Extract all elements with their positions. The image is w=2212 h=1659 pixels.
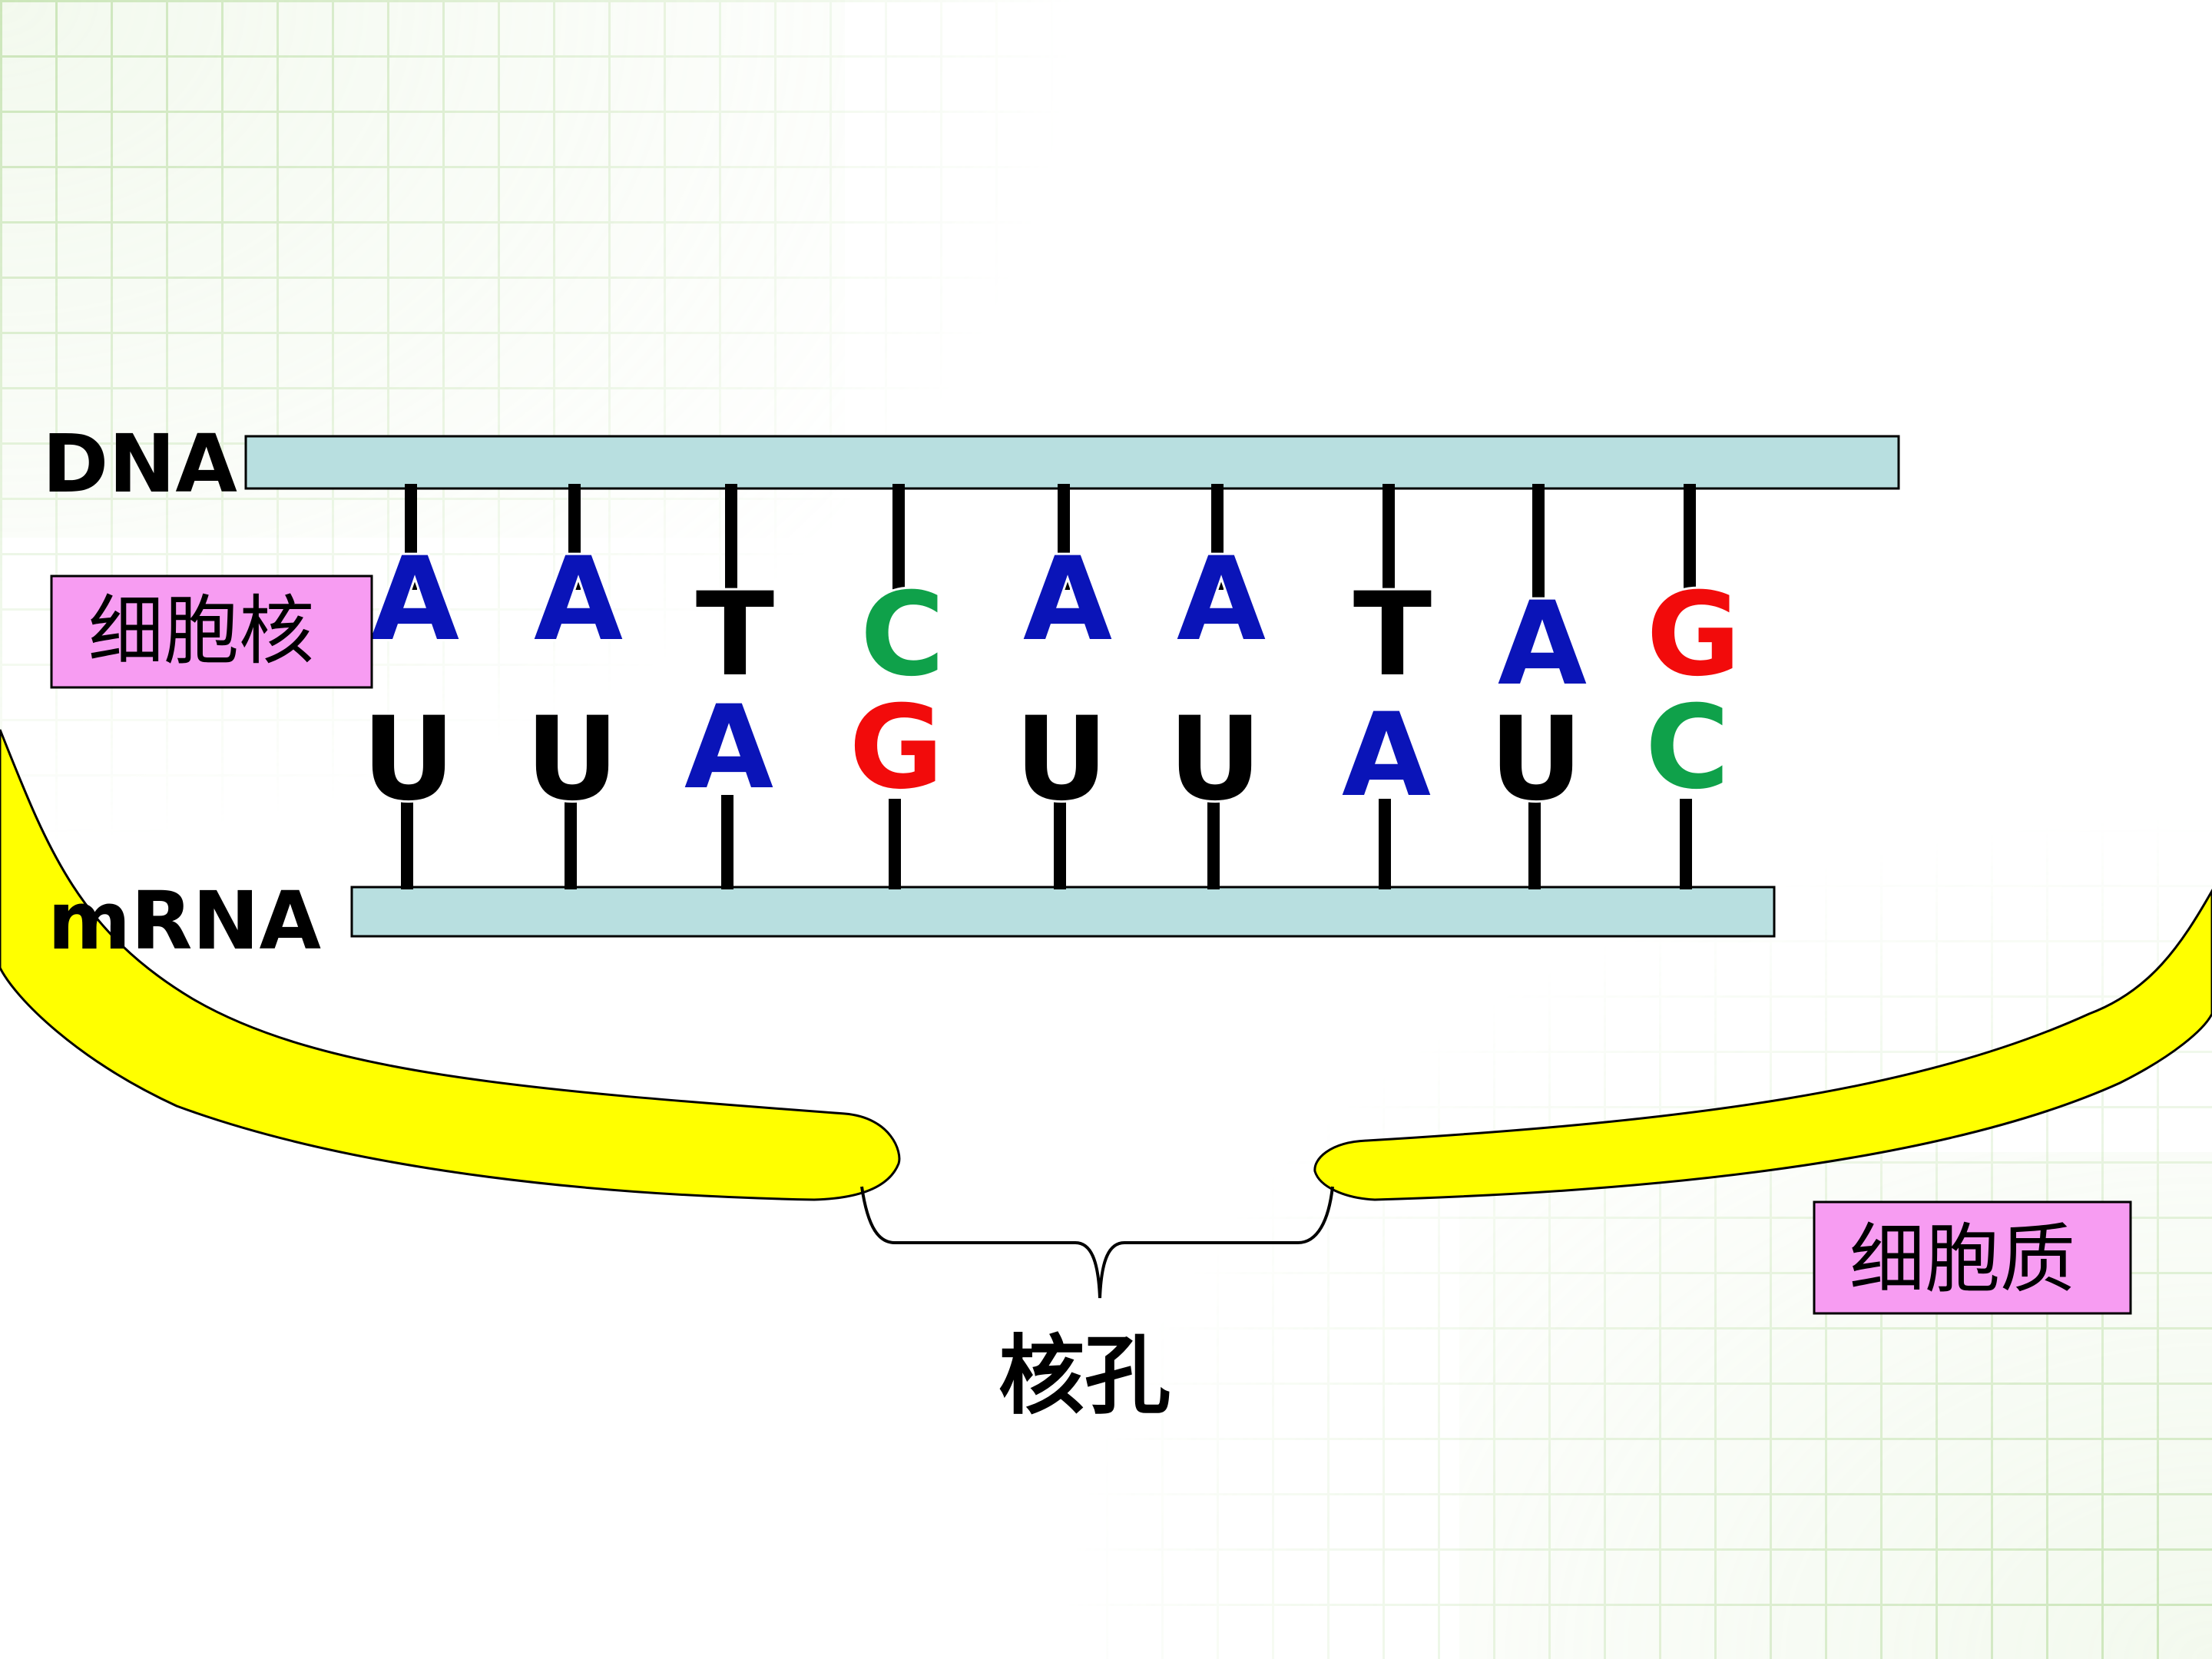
- dna-base-T: T: [1353, 568, 1432, 702]
- mrna-label: mRNA: [48, 874, 321, 968]
- dna-strand: [244, 435, 1900, 490]
- mrna-base-U: U: [362, 693, 455, 826]
- dna-base-A: A: [370, 533, 459, 667]
- nucleus-label-box: [50, 575, 373, 689]
- nuclear-membrane-right: [1313, 888, 2212, 1201]
- dna-base-T: T: [696, 568, 774, 702]
- dna-base-A: A: [1023, 533, 1112, 667]
- nuclear-membrane-left: [0, 729, 901, 1201]
- nuclear-pore-brace: [860, 1186, 1334, 1299]
- dna-base-G: G: [1646, 568, 1740, 702]
- dna-base-A: A: [1498, 578, 1587, 711]
- nuclear-pore-label: 核孔: [998, 1326, 1171, 1426]
- mrna-base-A: A: [684, 681, 773, 815]
- mrna-strand: [350, 886, 1776, 938]
- mrna-base-U: U: [1168, 693, 1262, 826]
- cytoplasm-label-box: [1813, 1200, 2132, 1315]
- mrna-base-connectors: [401, 795, 1692, 889]
- mrna-base-U: U: [1015, 693, 1108, 826]
- dna-base-C: C: [860, 568, 945, 702]
- mrna-base-U: U: [525, 693, 619, 826]
- mrna-base-A: A: [1342, 689, 1431, 823]
- mrna-base-C: C: [1645, 681, 1730, 815]
- mrna-base-G: G: [849, 681, 943, 815]
- mrna-base-U: U: [1489, 693, 1583, 826]
- dna-label: DNA: [42, 417, 237, 511]
- dna-base-connectors: [405, 484, 1696, 607]
- dna-base-A: A: [534, 533, 623, 667]
- nucleus-label: 细胞核: [88, 588, 314, 675]
- dna-base-A: A: [1177, 533, 1266, 667]
- cytoplasm-label: 细胞质: [1849, 1216, 2075, 1303]
